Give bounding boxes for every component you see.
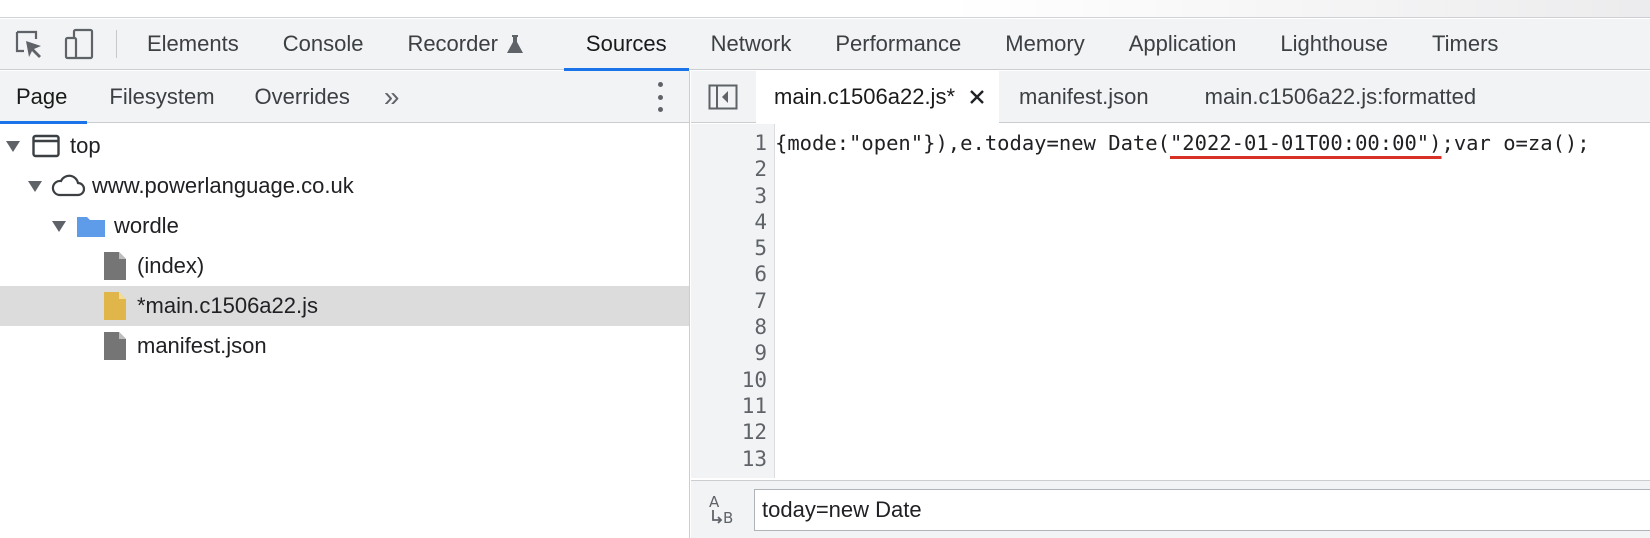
tree-item-label: *main.c1506a22.js [137, 293, 319, 318]
tab-label: Console [282, 31, 364, 56]
file-modified-icon [103, 291, 127, 321]
file-icon [103, 331, 127, 361]
more-options-icon[interactable] [653, 82, 667, 112]
tab-label: Recorder [407, 31, 498, 56]
line-number[interactable]: 12 [741, 420, 767, 445]
line-number[interactable]: 4 [754, 209, 767, 234]
tree-item-label: wordle [114, 213, 179, 238]
search-input[interactable] [754, 489, 1650, 531]
tab-label: Application [1128, 31, 1237, 56]
window-shadow [950, 0, 1650, 18]
tab-network[interactable]: Network [689, 19, 814, 70]
tree-item-index[interactable]: (index) [0, 246, 689, 286]
svg-text:A: A [709, 493, 720, 511]
line-number[interactable]: 10 [741, 367, 767, 392]
tree-item-label: top [70, 133, 101, 158]
svg-text:B: B [723, 509, 733, 527]
tab-label: Filesystem [109, 83, 215, 109]
highlighted-date-string: "2022-01-01T00:00:00") [1169, 131, 1442, 155]
tree-item-folder-wordle[interactable]: wordle [0, 206, 689, 246]
match-case-icon[interactable]: A B [705, 490, 745, 530]
editor-tab-label: manifest.json [1019, 83, 1149, 109]
tree-item-domain[interactable]: www.powerlanguage.co.uk [0, 166, 689, 206]
tab-label: Performance [835, 31, 962, 56]
tab-label: Sources [585, 31, 667, 56]
folder-icon [76, 214, 106, 238]
tab-label: Page [16, 83, 68, 109]
line-number[interactable]: 7 [754, 288, 767, 313]
file-tree: top www.powerlanguage.co.uk wordle (inde… [0, 123, 689, 366]
navigator-tabs: Page Filesystem Overrides » [0, 71, 689, 124]
tab-label: Timers [1432, 31, 1499, 56]
tab-filesystem[interactable]: Filesystem [87, 71, 234, 123]
editor-tab-main-js[interactable]: main.c1506a22.js* [756, 70, 1000, 124]
frame-icon [32, 134, 60, 158]
editor-tab-label: main.c1506a22.js:formatted [1204, 83, 1477, 109]
chevron-double-right-icon: » [383, 80, 400, 112]
tab-performance[interactable]: Performance [813, 19, 983, 70]
editor-tab-bar: main.c1506a22.js* manifest.json main.c15… [691, 70, 1650, 124]
tree-item-label: manifest.json [137, 333, 267, 358]
tab-label: Elements [147, 31, 239, 56]
tab-sources[interactable]: Sources [563, 19, 689, 71]
line-number[interactable]: 1 [754, 131, 767, 155]
tab-label: Network [710, 31, 792, 56]
window-top-strip [0, 0, 1650, 18]
line-number[interactable]: 6 [754, 262, 767, 287]
line-number[interactable]: 3 [754, 183, 767, 208]
more-tabs-button[interactable]: » [370, 71, 414, 123]
tab-elements[interactable]: Elements [125, 19, 261, 70]
tab-label: Overrides [254, 83, 350, 109]
tree-item-top[interactable]: top [0, 126, 689, 166]
tree-item-label: (index) [137, 253, 205, 278]
cloud-icon [50, 174, 86, 198]
tab-overrides[interactable]: Overrides [235, 71, 370, 123]
expand-arrow-icon[interactable] [52, 220, 66, 232]
editor-tab-manifest[interactable]: manifest.json [999, 71, 1177, 123]
editor-pane: main.c1506a22.js* manifest.json main.c15… [691, 70, 1650, 538]
tab-page[interactable]: Page [0, 71, 88, 124]
line-number[interactable]: 11 [741, 393, 767, 418]
tab-timers[interactable]: Timers [1410, 19, 1520, 70]
devtools-main-toolbar: Elements Console Recorder Sources Networ… [0, 19, 1650, 71]
expand-arrow-icon[interactable] [28, 180, 42, 192]
line-number[interactable]: 9 [754, 341, 767, 366]
tree-item-manifest[interactable]: manifest.json [0, 326, 689, 366]
tab-lighthouse[interactable]: Lighthouse [1258, 19, 1410, 70]
search-bar: A B [691, 480, 1650, 538]
code-line-1[interactable]: {mode:"open"}),e.today=new Date("2022-01… [775, 130, 1650, 156]
toolbar-separator [116, 30, 117, 58]
code-text: ;var o=za(); [1441, 131, 1590, 155]
tab-label: Lighthouse [1280, 31, 1389, 56]
line-number[interactable]: 8 [754, 315, 767, 340]
close-icon[interactable] [969, 89, 985, 105]
tab-memory[interactable]: Memory [983, 19, 1106, 70]
tab-application[interactable]: Application [1107, 19, 1259, 70]
navigator-pane: Page Filesystem Overrides » top www.powe… [0, 71, 690, 538]
code-content[interactable]: {mode:"open"}),e.today=new Date("2022-01… [775, 124, 1650, 478]
editor-tab-label: main.c1506a22.js* [774, 84, 956, 109]
inspect-element-icon[interactable] [12, 27, 46, 61]
flask-icon [506, 34, 524, 54]
device-toolbar-icon[interactable] [62, 27, 96, 61]
tab-recorder[interactable]: Recorder [385, 19, 545, 70]
editor-tab-main-js-formatted[interactable]: main.c1506a22.js:formatted [1177, 71, 1499, 123]
tree-item-main-js[interactable]: *main.c1506a22.js [0, 286, 689, 326]
line-number[interactable]: 5 [754, 236, 767, 261]
file-icon [103, 251, 127, 281]
tab-console[interactable]: Console [261, 19, 386, 70]
line-number[interactable]: 13 [741, 446, 767, 471]
line-number[interactable]: 2 [754, 157, 767, 182]
code-text: {mode:"open"}),e.today=new Date( [775, 131, 1170, 155]
tab-label: Memory [1005, 31, 1085, 56]
toggle-navigator-icon[interactable] [708, 84, 738, 110]
tree-item-label: www.powerlanguage.co.uk [92, 173, 354, 198]
expand-arrow-icon[interactable] [6, 140, 20, 152]
